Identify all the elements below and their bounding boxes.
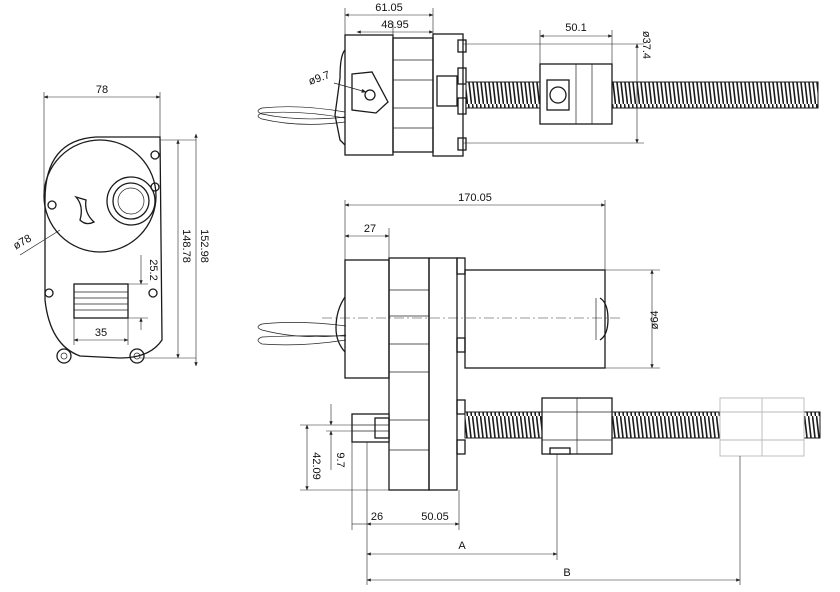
top-bolt-mid2 xyxy=(457,97,467,115)
top-gear-plate xyxy=(432,33,464,157)
rear-clevis-boss xyxy=(374,417,390,439)
side-bolt-3 xyxy=(456,399,466,415)
dim-61-05-label: 61.05 xyxy=(375,2,403,14)
top-bolt-upper xyxy=(457,39,467,53)
ear-hole xyxy=(364,89,376,101)
dim-dia-78-label: ø78 xyxy=(11,232,33,252)
top-leadscrew xyxy=(465,81,819,109)
motor-circle xyxy=(43,139,157,253)
mount-eye-right xyxy=(129,348,145,364)
side-bolt-4 xyxy=(456,439,466,455)
dim-35-label: 35 xyxy=(95,327,107,339)
side-bolt-2 xyxy=(456,337,466,353)
drive-boss-outer xyxy=(106,176,156,226)
nut-block-front xyxy=(73,283,129,319)
top-bolt-mid1 xyxy=(457,67,467,85)
ear-bracket xyxy=(351,71,389,114)
motor-end-cap xyxy=(334,49,346,146)
drive-bore xyxy=(117,187,145,215)
dim-dia-9-7-label: ø9.7 xyxy=(307,69,332,88)
front-screw-lower-left xyxy=(44,288,54,298)
side-wire-lower xyxy=(257,335,347,346)
drive-boss-inner xyxy=(112,182,150,220)
side-gearbox xyxy=(388,257,430,491)
top-gearbox xyxy=(392,37,434,153)
dim-50-05-label: 50.05 xyxy=(421,511,449,523)
mount-eye-left-hole xyxy=(60,352,68,360)
mount-eye-right-hole xyxy=(133,352,141,360)
front-screw-lower-right xyxy=(148,288,158,298)
side-motor-body xyxy=(344,259,390,379)
top-nut-boss xyxy=(546,79,570,111)
dim-42-09-label: 42.09 xyxy=(310,452,322,480)
dim-b-label: B xyxy=(563,567,570,579)
top-nut-hole xyxy=(549,86,567,104)
mount-eye-left xyxy=(56,348,72,364)
top-wire-upper xyxy=(257,106,346,120)
side-wire-upper xyxy=(257,322,347,337)
dim-25-2-label: 25.2 xyxy=(147,259,159,280)
dim-48-95-label: 48.95 xyxy=(381,19,409,31)
dia-78-leader xyxy=(19,229,61,256)
dim-dia-37-4-label: ø37.4 xyxy=(640,31,652,59)
side-motor-boss xyxy=(599,297,609,341)
rear-clevis xyxy=(351,413,390,443)
dim-50-1-label: 50.1 xyxy=(565,22,586,34)
dim-a-label: A xyxy=(458,540,466,552)
dim-148-78-label: 148.78 xyxy=(180,229,192,263)
front-screw-right xyxy=(150,182,160,192)
motor-terminal-lug xyxy=(73,195,96,225)
top-bearing-housing xyxy=(436,75,458,107)
front-housing-outline xyxy=(44,136,163,359)
dim-170-05-label: 170.05 xyxy=(458,192,492,204)
top-wire-lower xyxy=(257,111,346,125)
side-bolt-1 xyxy=(456,257,466,275)
front-screw-top xyxy=(150,150,160,160)
dim-9-7-label: 9.7 xyxy=(334,452,346,467)
side-nut-tab xyxy=(549,447,571,455)
side-view: 170.05 27 ø64 9.7 42.09 26 50.05 A B xyxy=(257,192,821,585)
top-view: 61.05 48.95 50.1 ø37.4 ø9.7 xyxy=(257,2,819,157)
front-view: 78 ø78 148.78 152.98 25.2 35 xyxy=(11,84,210,367)
dim-dia-64-label: ø64 xyxy=(649,311,661,330)
top-bolt-lower xyxy=(457,137,467,151)
dia-9-7-leader xyxy=(333,82,367,93)
dim-26-label: 26 xyxy=(371,511,383,523)
side-gear-plate xyxy=(428,257,458,491)
side-motor-end-cap xyxy=(335,296,346,353)
dim-78-label: 78 xyxy=(96,84,108,96)
dim-152-98-label: 152.98 xyxy=(198,229,210,263)
side-motor-can xyxy=(464,269,606,369)
dim-27-label: 27 xyxy=(364,223,376,235)
front-screw-left xyxy=(47,200,57,210)
